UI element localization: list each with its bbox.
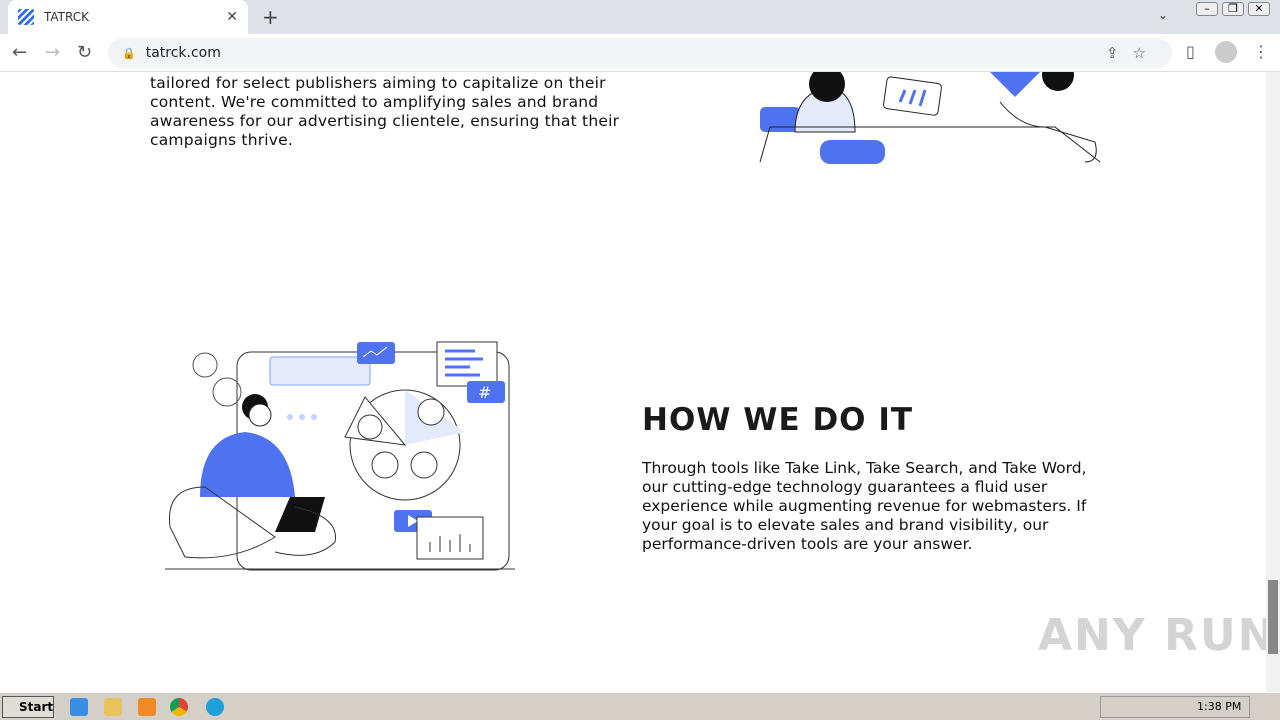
page-content: tailored for select publishers aiming to… [0, 72, 1266, 692]
reload-icon[interactable]: ↻ [77, 42, 93, 63]
url-text: tatrck.com [145, 45, 221, 61]
team-illustration [759, 72, 1101, 164]
menu-icon[interactable]: ⋮ [1253, 42, 1269, 61]
ie-icon[interactable] [70, 698, 88, 716]
restore-button[interactable]: ❐ [1222, 2, 1244, 16]
start-button[interactable]: Start [2, 696, 54, 718]
system-tray: 1:38 PM [1100, 696, 1250, 718]
taskbar: Start 1:38 PM [0, 692, 1280, 720]
media-player-icon[interactable] [138, 698, 156, 716]
minimize-button[interactable]: – [1196, 2, 1218, 16]
section-title: HOW WE DO IT [642, 402, 914, 438]
intro-paragraph: tailored for select publishers aiming to… [150, 74, 620, 149]
scrollbar-thumb[interactable] [1268, 580, 1278, 654]
how-we-do-it-illustration: # [165, 341, 515, 571]
chrome-icon[interactable] [170, 698, 188, 716]
anyrun-watermark: ANY RUN [1038, 610, 1277, 661]
tab-bar: TATRCK ✕ + ⌄ – ❐ ✕ [0, 0, 1280, 34]
bookmark-star-icon[interactable]: ☆ [1132, 44, 1160, 62]
close-window-button[interactable]: ✕ [1248, 2, 1270, 16]
clock: 1:38 PM [1197, 700, 1242, 713]
lock-icon: 🔒 [122, 46, 136, 60]
edge-icon[interactable] [206, 698, 224, 716]
forward-icon[interactable]: → [45, 42, 61, 63]
profile-avatar[interactable] [1215, 41, 1237, 63]
window-controls: – ❐ ✕ [1196, 2, 1270, 16]
tab-search-chevron-icon[interactable]: ⌄ [1157, 8, 1168, 22]
share-icon[interactable]: ⇪ [1105, 44, 1133, 62]
close-tab-icon[interactable]: ✕ [226, 9, 238, 25]
side-panel-icon[interactable]: ▯ [1186, 42, 1195, 61]
browser-toolbar: ← → ↻ 🔒 tatrck.com ⇪☆ ▯ ⋮ [0, 34, 1280, 72]
scrollbar[interactable] [1266, 72, 1280, 692]
explorer-icon[interactable] [104, 698, 122, 716]
tab-title: TATRCK [44, 10, 89, 24]
address-bar[interactable]: 🔒 tatrck.com ⇪☆ [108, 38, 1172, 68]
new-tab-button[interactable]: + [262, 5, 279, 29]
back-icon[interactable]: ← [12, 42, 28, 63]
section-paragraph: Through tools like Take Link, Take Searc… [642, 459, 1087, 553]
tab-tatrck[interactable]: TATRCK ✕ [8, 0, 248, 34]
svg-text:#: # [478, 383, 491, 402]
favicon-icon [18, 9, 34, 25]
